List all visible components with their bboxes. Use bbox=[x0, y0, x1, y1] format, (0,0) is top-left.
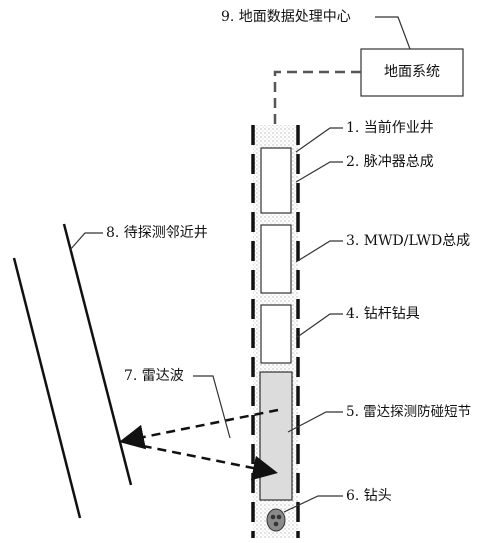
leader-adjacent-well bbox=[69, 232, 103, 251]
drill-tool-label: 4. 钻杆钻具 bbox=[346, 306, 420, 322]
radar-sub bbox=[259, 371, 293, 501]
radar-sub-label: 5. 雷达探测防碰短节 bbox=[346, 404, 472, 420]
radar-wave-outgoing bbox=[119, 408, 279, 450]
surface-system-label: 地面系统 bbox=[384, 64, 440, 80]
adjacent-well-line-right bbox=[62, 223, 133, 486]
mwd-assembly bbox=[260, 224, 292, 294]
center-leader bbox=[375, 16, 411, 50]
leader-bit bbox=[283, 495, 343, 513]
pulser-assembly bbox=[260, 147, 292, 214]
drill-tool bbox=[260, 304, 292, 364]
leader-pulser bbox=[295, 161, 343, 183]
surface-system-box bbox=[360, 48, 464, 97]
drill-bit bbox=[266, 508, 286, 532]
leader-well bbox=[295, 127, 343, 153]
adjacent-well-label: 8. 待探测邻近井 bbox=[106, 225, 208, 241]
leader-mwd bbox=[295, 240, 343, 263]
bit-label: 6. 钻头 bbox=[346, 488, 392, 504]
leader-drill-tool bbox=[295, 313, 343, 339]
radar-wave-label: 7. 雷达波 bbox=[124, 368, 184, 384]
leader-radar-wave bbox=[193, 375, 231, 439]
leader-radar-sub bbox=[287, 411, 343, 433]
data-cable bbox=[273, 70, 361, 125]
adjacent-well-line-left bbox=[12, 257, 82, 519]
radar-wave-returning bbox=[127, 441, 278, 481]
pulser-label: 2. 脉冲器总成 bbox=[346, 154, 434, 170]
mwd-label: 3. MWD/LWD总成 bbox=[346, 233, 471, 249]
center-label: 9. 地面数据处理中心 bbox=[221, 9, 351, 25]
well-label: 1. 当前作业井 bbox=[346, 120, 434, 136]
